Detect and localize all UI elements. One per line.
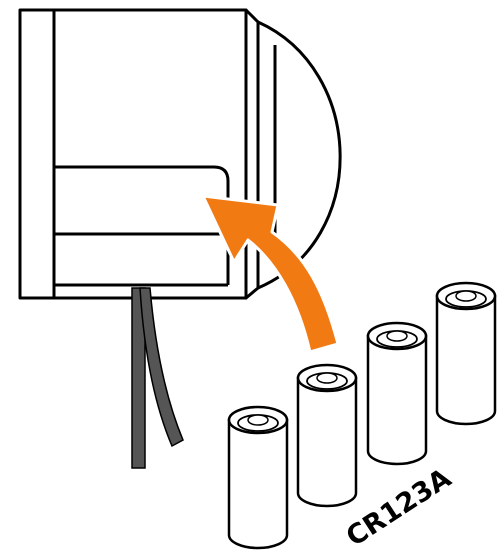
battery-compartment (54, 165, 230, 285)
device-cables (131, 287, 184, 469)
battery-label: CR123A (341, 463, 457, 553)
battery-body (366, 334, 428, 466)
device-left-flange (18, 8, 56, 300)
device-side-panel (244, 8, 260, 300)
battery-2 (366, 321, 428, 466)
cable-straight (131, 287, 146, 469)
device-front-face (52, 8, 248, 300)
battery-1 (435, 281, 497, 426)
battery-body (227, 418, 289, 550)
cable-curved (139, 287, 184, 448)
battery-body (296, 376, 358, 508)
battery-terminal (316, 372, 338, 384)
battery-terminal (386, 330, 408, 342)
batteries-group (227, 281, 497, 550)
battery-body (435, 294, 497, 426)
insert-arrow-icon (201, 194, 340, 354)
insert-arrow (201, 194, 340, 354)
battery-4 (227, 405, 289, 550)
battery-3 (296, 363, 358, 508)
battery-terminal (455, 290, 477, 302)
battery-terminal (247, 414, 269, 426)
